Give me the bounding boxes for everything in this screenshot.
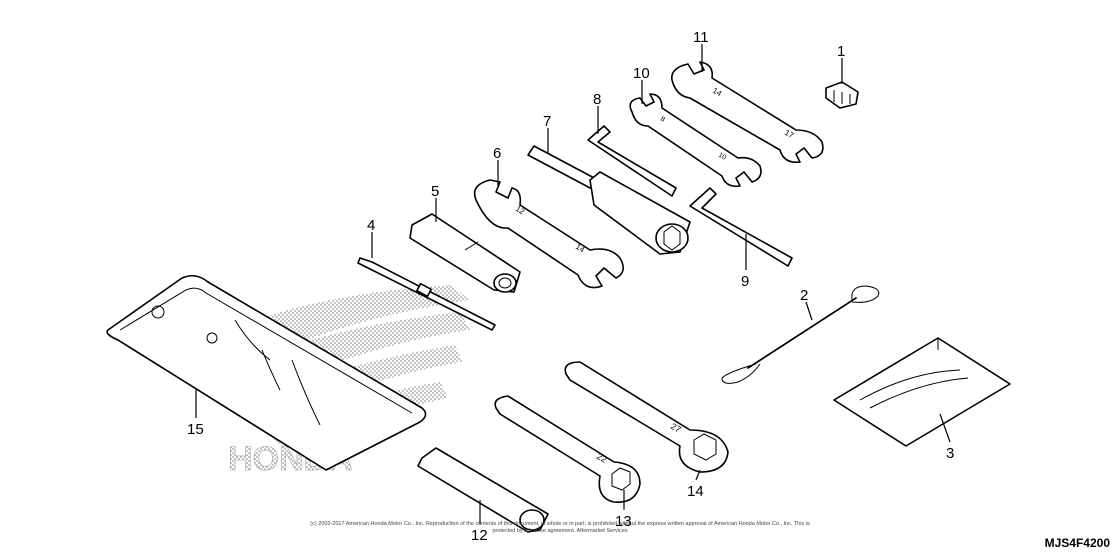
callout-4: 4: [367, 217, 375, 234]
callout-7: 7: [543, 113, 551, 130]
callout-8: 8: [593, 91, 601, 108]
open-end-wrench-8x10: 8 10: [629, 93, 762, 188]
wrench-10-size-a: 8: [659, 116, 666, 124]
figure-code: MJS4F4200: [1044, 536, 1110, 550]
callout-3: 3: [946, 445, 954, 462]
screwdriver: [357, 257, 496, 331]
tool-bag: [106, 274, 427, 471]
fuse-clip: [825, 81, 859, 109]
wrench-14-size: 27: [669, 421, 683, 435]
screwdriver-handle: [409, 213, 521, 293]
wrench-10-size-b: 10: [717, 152, 727, 162]
callout-11: 11: [693, 29, 709, 46]
box-wrench-22: 22: [494, 395, 641, 503]
callout-2: 2: [800, 287, 808, 304]
callout-15: 15: [187, 421, 204, 438]
callout-5: 5: [431, 183, 439, 200]
open-end-wrench-14x17: 14 17: [671, 61, 824, 164]
open-end-wrench-12x14: 12 14: [473, 179, 624, 289]
document-bag: [833, 337, 1011, 447]
copyright-notice: (c) 2003-2017 American Honda Motor Co., …: [310, 521, 810, 534]
callout-10: 10: [633, 65, 650, 82]
wrench-13-size: 22: [595, 451, 609, 465]
callout-9: 9: [741, 273, 749, 290]
callout-14: 14: [687, 483, 704, 500]
helmet-holder-cable: [721, 285, 880, 384]
callout-12: 12: [471, 527, 488, 544]
callout-13: 13: [615, 513, 632, 530]
hex-key-small: [689, 187, 793, 267]
socket-wrench: [527, 145, 691, 255]
callout-6: 6: [493, 145, 501, 162]
hex-key-large: [587, 125, 677, 197]
grip-handle: [417, 447, 549, 533]
callout-1: 1: [837, 43, 845, 60]
leader-lines: [195, 44, 951, 524]
callout-labels: 1 2 3 4 5 6 7 8 9 10 11 12 13 14 15: [187, 29, 954, 544]
box-wrench-27: 27: [564, 361, 729, 473]
